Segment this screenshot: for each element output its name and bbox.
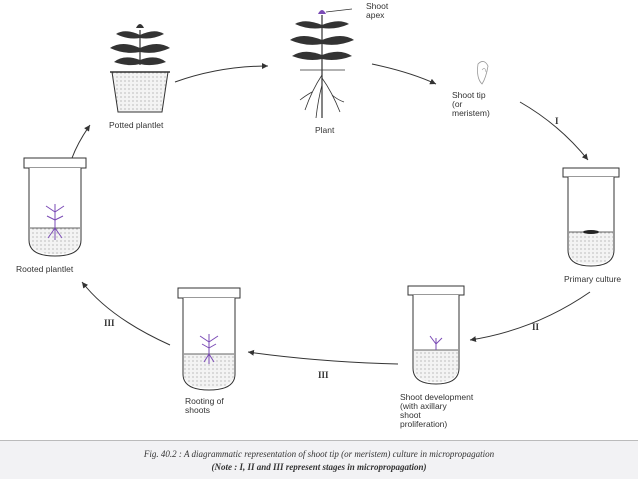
label-primary-culture: Primary culture [564,274,621,284]
cycle-arrows [71,63,591,365]
primary-culture-tube [562,167,620,267]
arrow-shoot-to-rooting [247,349,399,365]
shoot-development-tube [407,285,465,385]
caption-line-title: Fig. 40.2 : A diagrammatic representatio… [143,449,495,459]
label-plant: Plant [315,125,335,135]
rooted-plantlet-tube [23,157,87,257]
shoot-tip-illustration [477,61,489,85]
arrow-plant-to-tip [371,63,437,85]
arrow-rooted-to-potted [71,124,91,159]
stage-label-ii-bottom: III [318,370,329,380]
plant-illustration [290,8,354,119]
label-rooted-plantlet: Rooted plantlet [16,264,74,274]
arrow-rooting-to-rooted [81,281,171,346]
rooting-tube [177,287,241,391]
arrow-primary-to-shoot [469,291,591,343]
arrow-tip-to-primary [519,101,589,161]
stage-label-ii-right: II [532,322,540,332]
figure-caption: Fig. 40.2 : A diagrammatic representatio… [0,440,638,479]
label-potted-plantlet: Potted plantlet [109,120,164,130]
potted-plantlet-illustration [110,24,170,113]
stage-label-iii-left: III [104,318,115,328]
caption-line-note: (Note : I, II and III represent stages i… [211,462,427,472]
stage-label-i: I [555,116,559,126]
arrow-potted-to-plant [174,63,269,83]
